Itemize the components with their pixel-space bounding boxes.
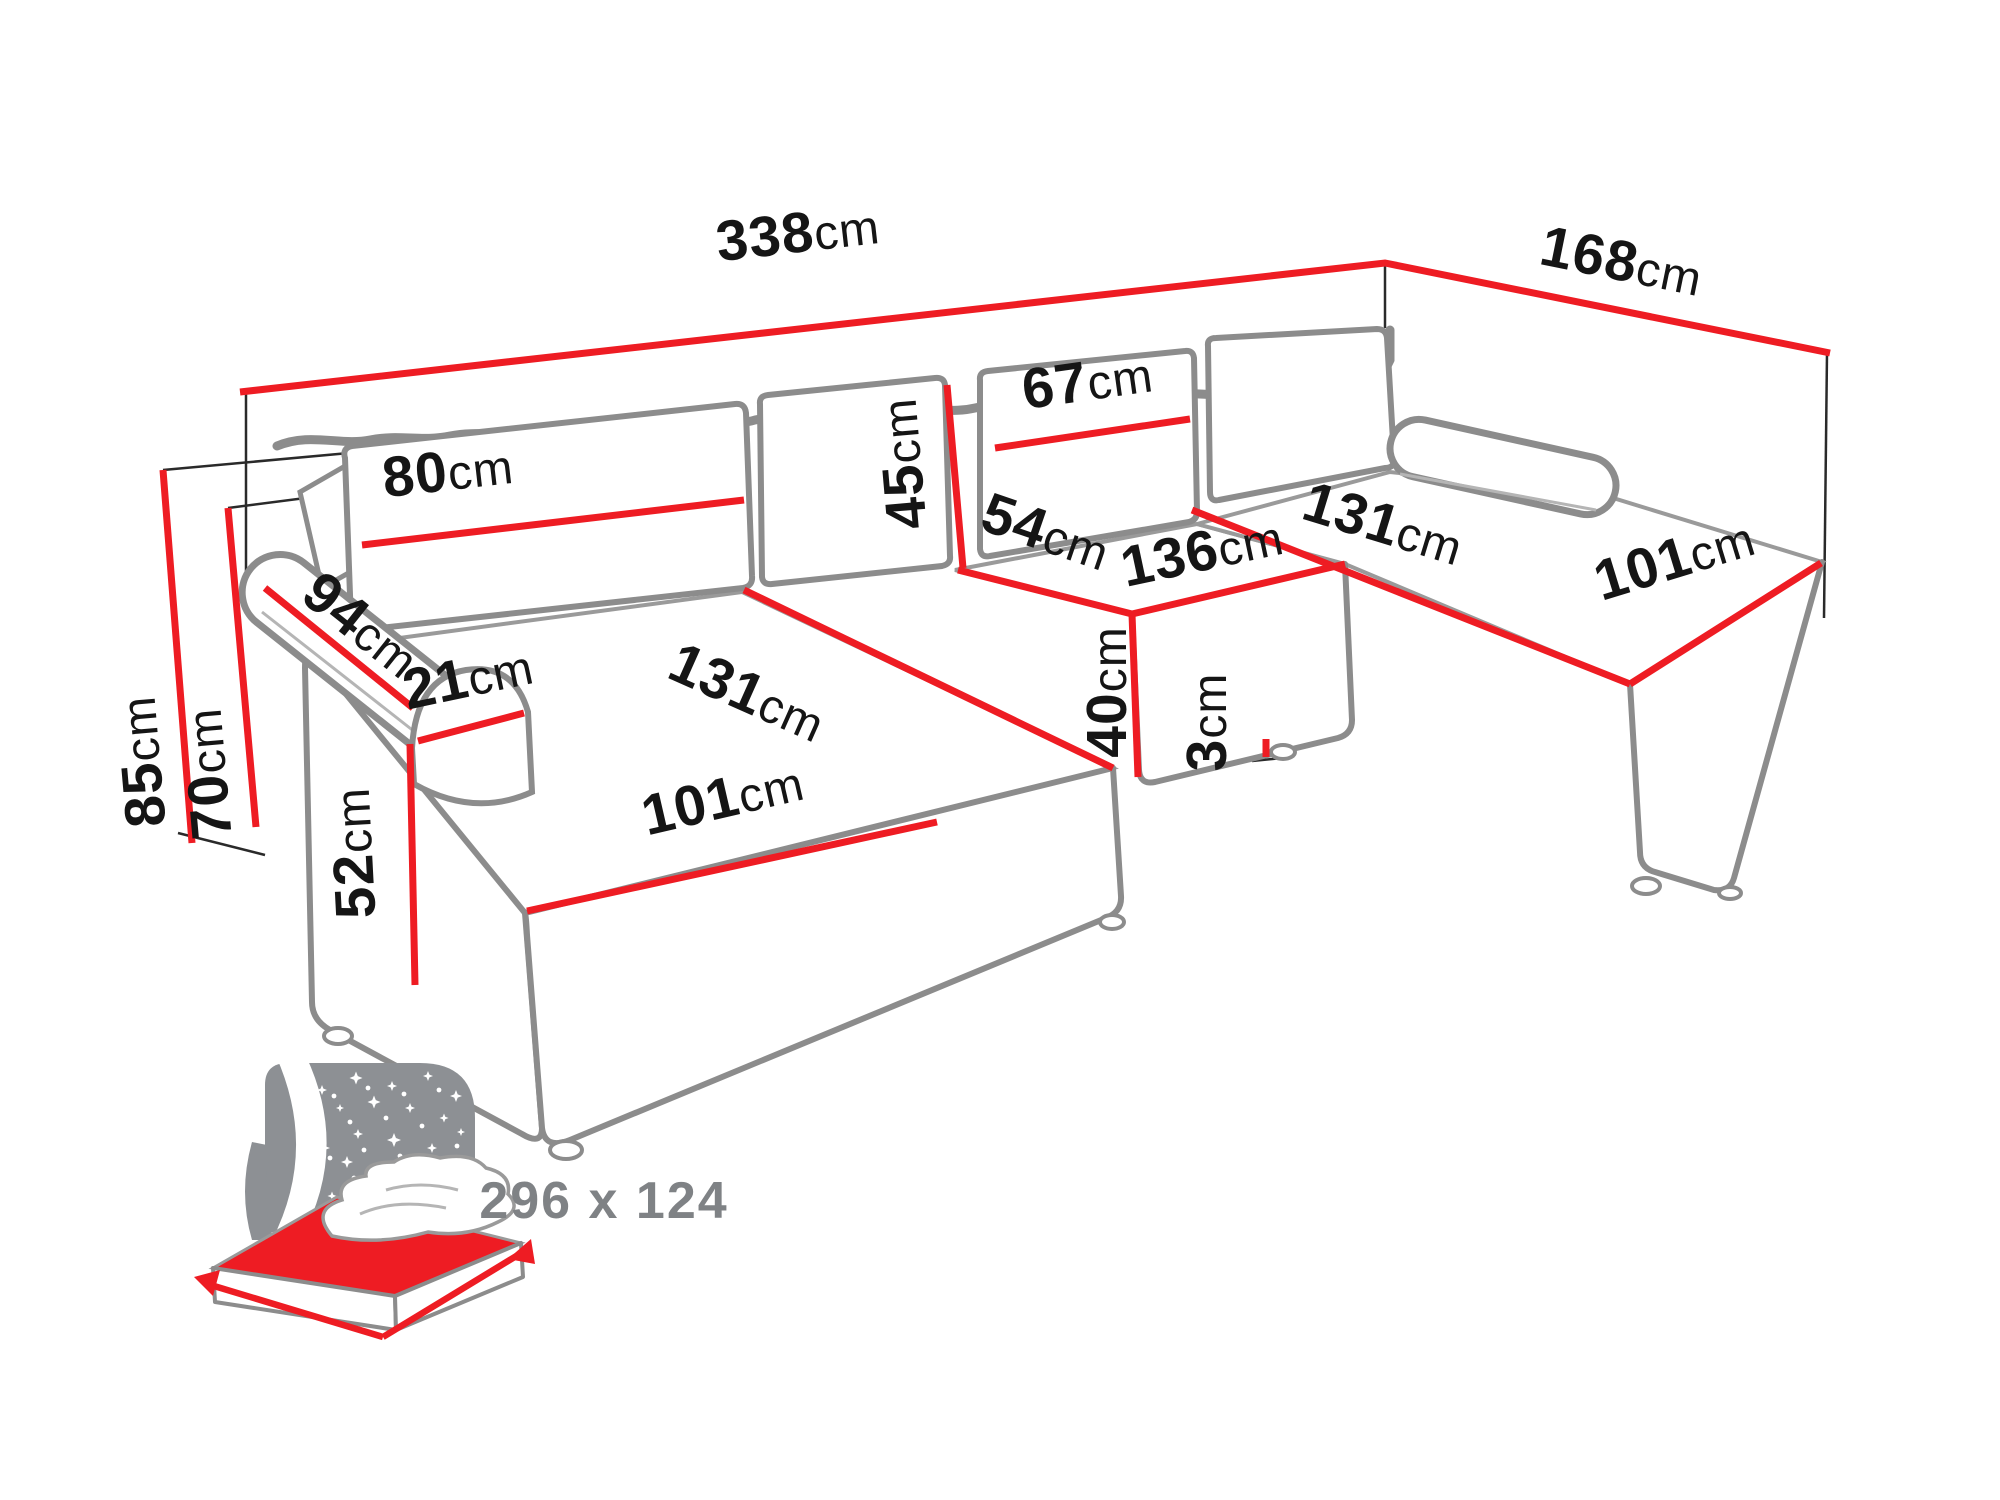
- bracket-right-end: [1822, 352, 1829, 619]
- bed-size-label: 296 x 124: [479, 1172, 728, 1230]
- right-bolster-armrest: [1386, 415, 1620, 519]
- dim-line-armrest-length-94: [262, 585, 416, 711]
- label-armrest-width: 21cm: [397, 632, 539, 722]
- sofa-feet: [322, 743, 1743, 1161]
- label-corner-cushion-width: 67cm: [1018, 340, 1157, 422]
- dim-line-corner-cushion-width-67: [994, 415, 1191, 452]
- left-armrest-front: [408, 666, 536, 807]
- dimension-lines: [159, 259, 1831, 986]
- label-seat-frame-height: 40cm: [1075, 626, 1139, 757]
- bracket-85-top: [162, 450, 361, 472]
- label-back-cushion-height: 45cm: [864, 395, 939, 531]
- moon-crescent-icon: [245, 1142, 274, 1240]
- label-total-height: 85cm: [103, 693, 178, 829]
- back-cushion-right-wall: [1204, 325, 1398, 504]
- dim-line-total-width-depth: [239, 259, 1831, 396]
- dim-line-armrest-width-21: [417, 709, 525, 745]
- dim-line-left-chaise-width-101: [526, 818, 938, 915]
- dim-line-seat-height-52: [406, 743, 419, 986]
- right-bolster-contour: [1399, 472, 1597, 512]
- dim-line-back-cushion-height-45: [943, 384, 967, 569]
- dim-line-right-chaise-length-131: [1190, 506, 1632, 688]
- dim-line-middle-seat-depth-54: [957, 566, 1133, 618]
- right-chaise-front-face: [1627, 559, 1825, 894]
- label-left-chaise-width: 101cm: [636, 749, 810, 848]
- sofa-drawing: [238, 325, 1827, 1161]
- label-seat-height: 52cm: [318, 786, 389, 921]
- duvet: [321, 1153, 516, 1242]
- label-back-cushion-width: 80cm: [379, 432, 517, 510]
- left-armrest-contour: [261, 610, 421, 738]
- dim-line-total-height-85: [159, 469, 196, 844]
- label-total-depth: 168cm: [1535, 214, 1709, 309]
- label-leg-height: 3cm: [1175, 673, 1239, 772]
- dim-line-middle-seat-width-136: [1131, 560, 1346, 618]
- label-total-width: 338cm: [713, 192, 883, 274]
- dim-line-armrest-height-70: [224, 507, 260, 828]
- panel-swoosh: [272, 1056, 327, 1240]
- dim-line-back-cushion-width-80: [361, 496, 745, 549]
- label-armrest-height: 70cm: [169, 705, 244, 841]
- back-cushion-2: [756, 374, 954, 588]
- duvet-folds: [359, 1183, 459, 1216]
- sleeping-function-bed-icon: 296 x 124: [194, 1056, 728, 1341]
- bed-size-arrows: [194, 1239, 535, 1341]
- dim-line-left-chaise-length-131: [742, 586, 1115, 772]
- dim-line-seat-frame-height-40: [1128, 613, 1142, 778]
- dim-line-right-chaise-width-101: [1628, 560, 1823, 687]
- back-cushion-1: [341, 400, 756, 634]
